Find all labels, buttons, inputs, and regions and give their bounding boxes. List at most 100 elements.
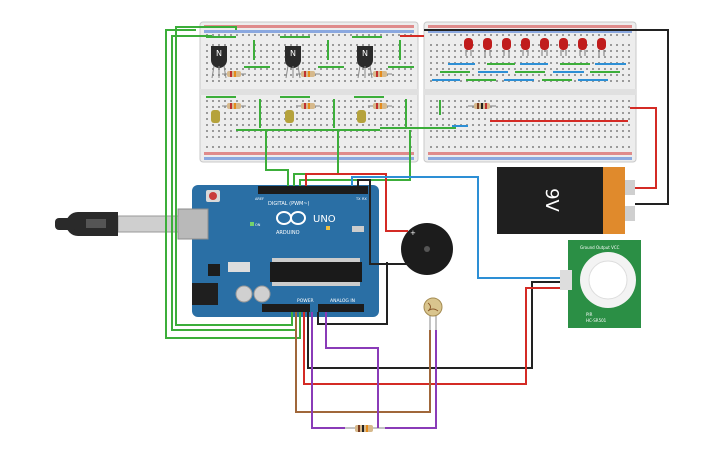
breadboard-hole: [218, 146, 220, 148]
led-8[interactable]: [597, 38, 606, 56]
wire-red-battery[interactable]: [630, 107, 657, 189]
breadboard-hole: [284, 80, 286, 82]
breadboard-hole: [622, 112, 624, 114]
right-breadboard[interactable]: [423, 21, 637, 163]
led-6[interactable]: [559, 38, 568, 56]
breadboard-hole: [442, 50, 444, 52]
resistor-a[interactable]: [222, 71, 246, 77]
wire-red-buzzer[interactable]: [305, 173, 408, 232]
breadboard-hole: [314, 34, 316, 36]
breadboard-hole: [574, 34, 576, 36]
breadboard-hole: [628, 44, 630, 46]
resistor-e[interactable]: [296, 103, 320, 109]
breadboard-hole: [454, 100, 456, 102]
transistor-1[interactable]: N: [211, 46, 227, 79]
wire-black-battery[interactable]: [424, 29, 669, 205]
wire-red-pir[interactable]: [303, 287, 560, 385]
resistor-b[interactable]: [296, 71, 320, 77]
breadboard-hole: [350, 50, 352, 52]
breadboard-hole: [544, 34, 546, 36]
breadboard-hole: [236, 50, 238, 52]
breadboard-hole: [248, 80, 250, 82]
resistor-d[interactable]: [222, 103, 246, 109]
pir-sensor[interactable]: Ground Output VCC HC-SR501 PIR: [560, 240, 641, 328]
breadboard-hole: [284, 34, 286, 36]
breadboard-hole: [532, 124, 534, 126]
battery-9v[interactable]: 9V: [497, 167, 635, 234]
photoresistor[interactable]: [423, 297, 443, 330]
breadboard-hole: [532, 130, 534, 132]
breadboard-hole: [386, 34, 388, 36]
breadboard-hole: [484, 136, 486, 138]
breadboard-hole: [368, 34, 370, 36]
breadboard-hole: [368, 68, 370, 70]
led-1[interactable]: [464, 38, 473, 56]
resistor-f[interactable]: [368, 103, 392, 109]
breadboard-hole: [356, 80, 358, 82]
wire-blue-pir[interactable]: [351, 176, 560, 279]
breadboard-hole: [502, 68, 504, 70]
resistor-right[interactable]: [468, 103, 496, 109]
led-7[interactable]: [578, 38, 587, 56]
power-jack[interactable]: [192, 283, 218, 305]
breadboard-hole: [380, 124, 382, 126]
diode-3[interactable]: [357, 110, 366, 123]
breadboard-hole: [496, 34, 498, 36]
piezo-buzzer[interactable]: +: [401, 223, 453, 275]
breadboard-hole: [484, 118, 486, 120]
breadboard-hole: [356, 68, 358, 70]
led-3[interactable]: [502, 38, 511, 56]
wire-brown[interactable]: [295, 312, 431, 413]
breadboard-hole: [212, 80, 214, 82]
breadboard-hole: [224, 130, 226, 132]
led-2[interactable]: [483, 38, 492, 56]
transistor-2[interactable]: N: [285, 46, 301, 79]
usb-port[interactable]: [177, 208, 209, 240]
transistor-3[interactable]: N: [357, 46, 373, 79]
breadboard-hole: [302, 44, 304, 46]
diode-1[interactable]: [211, 110, 220, 123]
power-label: POWER: [297, 298, 314, 304]
breadboard-hole: [628, 62, 630, 64]
breadboard-hole: [550, 130, 552, 132]
wire-purple-2[interactable]: [325, 312, 379, 428]
arduino-uno[interactable]: UNO ARDUINO DIGITAL (PWM~) POWER ANALOG …: [177, 185, 379, 317]
breadboard-hole: [592, 118, 594, 120]
power-header[interactable]: [262, 304, 310, 312]
breadboard-hole: [544, 136, 546, 138]
breadboard-hole: [460, 50, 462, 52]
breadboard-hole: [622, 136, 624, 138]
digital-header[interactable]: [258, 186, 368, 194]
breadboard-hole: [398, 130, 400, 132]
breadboard-hole: [580, 118, 582, 120]
wire-purple-1[interactable]: [311, 312, 437, 429]
breadboard-hole: [266, 112, 268, 114]
wire-black-pir[interactable]: [307, 281, 560, 369]
breadboard-hole: [562, 68, 564, 70]
left-breadboard[interactable]: [199, 21, 419, 163]
breadboard-hole: [496, 118, 498, 120]
breadboard-hole: [490, 118, 492, 120]
wire-black-buzzer[interactable]: [317, 179, 410, 325]
resistor-c[interactable]: [368, 71, 392, 77]
breadboard-hole: [580, 136, 582, 138]
breadboard-hole: [526, 118, 528, 120]
breadboard-hole: [344, 62, 346, 64]
breadboard-hole: [344, 136, 346, 138]
breadboard-hole: [392, 100, 394, 102]
breadboard-hole: [550, 146, 552, 148]
wire-green-left-3[interactable]: [175, 26, 293, 326]
breadboard-hole: [568, 136, 570, 138]
breadboard-hole: [574, 80, 576, 82]
breadboard-hole: [484, 62, 486, 64]
analog-header[interactable]: [318, 304, 364, 312]
led-4[interactable]: [521, 38, 530, 56]
led-5[interactable]: [540, 38, 549, 56]
breadboard-hole: [230, 124, 232, 126]
diode-2[interactable]: [285, 110, 294, 123]
usb-cable[interactable]: [55, 212, 179, 236]
breadboard-hole: [290, 74, 292, 76]
breadboard-hole: [332, 44, 334, 46]
breadboard-hole: [356, 100, 358, 102]
breadboard-hole: [592, 146, 594, 148]
